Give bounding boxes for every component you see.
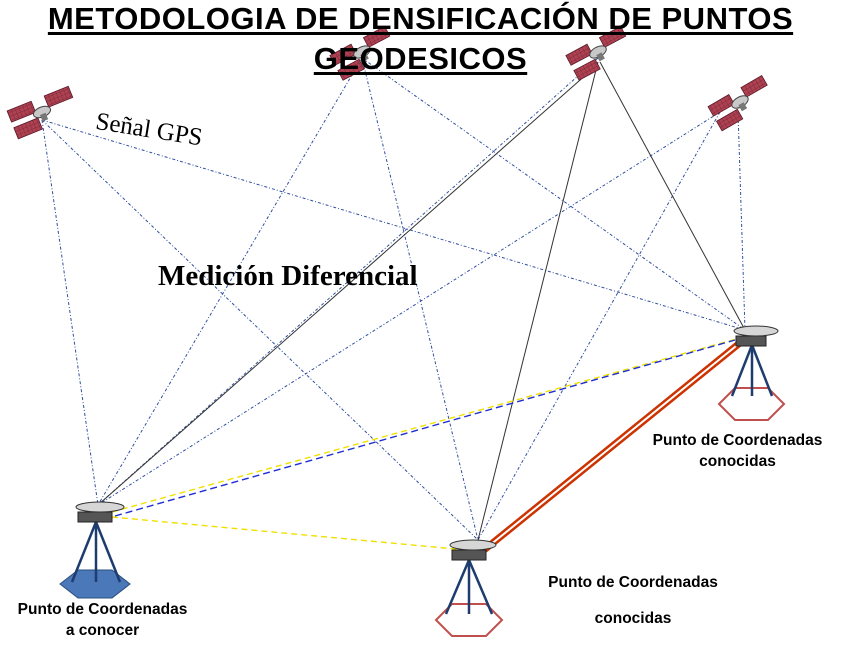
link-unknown-bottom	[111, 516, 467, 551]
gps-signal-lines	[41, 57, 746, 541]
satellite-icon	[329, 25, 391, 81]
signal-line	[41, 119, 746, 331]
signal-line	[97, 111, 721, 506]
link-unknown-right	[111, 337, 741, 513]
yellow-links	[111, 337, 741, 551]
signal-line	[41, 119, 99, 506]
signal-line-solid	[97, 65, 597, 506]
page-title: METODOLOGIA DE DENSIFICACIÓN DE PUNTOS	[47, 1, 794, 36]
tripod-icon	[730, 344, 774, 397]
signal-line	[737, 111, 746, 331]
satellite-icon	[565, 25, 627, 81]
signal-line	[477, 111, 721, 541]
satellite-icon	[707, 75, 768, 132]
known-baseline	[481, 335, 749, 553]
signal-line-solid	[477, 61, 599, 541]
receiver-antenna-icon	[733, 325, 779, 337]
signal-line	[97, 57, 363, 506]
satellite-icon	[6, 85, 74, 140]
known-station-right	[717, 325, 786, 421]
known-station-bottom	[434, 539, 504, 637]
unknown-station	[59, 501, 131, 599]
known-point-marker	[434, 603, 504, 637]
page-title-line2: GEODESICOS	[313, 41, 528, 76]
receiver-antenna-icon	[75, 501, 125, 513]
signal-line	[41, 119, 479, 541]
signal-line	[361, 57, 746, 331]
solid-signal-lines	[97, 61, 746, 541]
tripod-icon	[444, 559, 494, 615]
tripod-icon	[70, 521, 122, 583]
known-point-label-right: Punto de Coordenadas conocidas	[652, 432, 823, 470]
unknown-point-label: Punto de Coordenadas a conocer	[17, 601, 188, 639]
signal-line	[361, 57, 479, 541]
unknown-point-marker	[59, 569, 131, 599]
blue-dashed-link	[114, 339, 736, 517]
signal-line-solid	[599, 61, 746, 331]
known-point-label-bottom: Punto de Coordenadas conocidas	[548, 574, 718, 627]
differential-measurement-label: Medición Diferencial	[158, 260, 418, 292]
receiver-antenna-icon	[449, 539, 497, 551]
